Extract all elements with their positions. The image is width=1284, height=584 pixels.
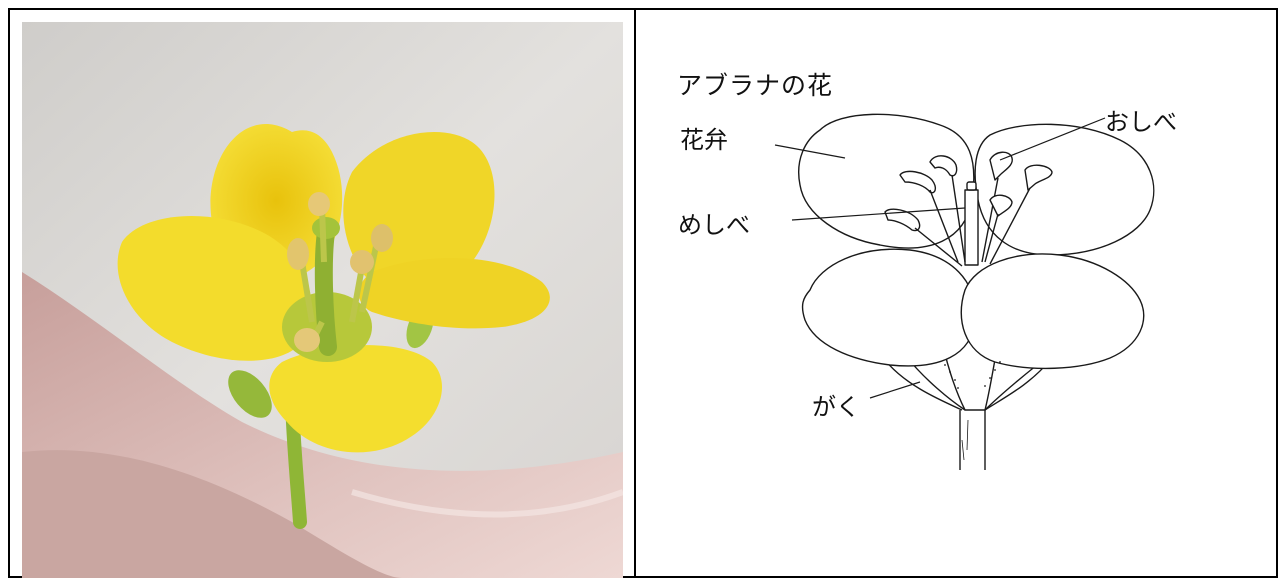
flower-photo-illustration <box>22 22 623 578</box>
diagram-pistil-stigma <box>966 181 977 191</box>
diagram-stamen <box>899 170 937 194</box>
diagram-sepal <box>884 359 963 411</box>
finger-shadow <box>22 450 402 578</box>
diagram-title: アブラナの花 <box>677 71 834 100</box>
diagram-sepal <box>904 354 1051 411</box>
stamen-leader-line <box>999 117 1106 161</box>
flower-diagram <box>774 113 1155 470</box>
diagram-stamen <box>989 194 1013 217</box>
label-pistil: めしべ <box>678 211 750 239</box>
stamen-anther <box>294 328 320 352</box>
figure-frame <box>8 8 1278 578</box>
label-sepal: がく <box>812 393 860 421</box>
petal <box>358 258 550 329</box>
pistil-leader-line <box>791 207 966 221</box>
petal <box>117 215 312 361</box>
diagram-petal <box>801 248 976 367</box>
label-stamen: おしべ <box>1105 108 1177 136</box>
label-petal: 花弁 <box>680 126 728 154</box>
diagram-stamen <box>884 208 921 232</box>
column-divider <box>634 8 636 578</box>
stamen-anther <box>350 250 374 274</box>
diagram-pistil <box>964 189 979 266</box>
diagram-petal <box>960 253 1145 370</box>
petal-leader-line <box>774 144 846 159</box>
stamen-anther <box>287 238 309 270</box>
diagram-petal <box>798 113 975 249</box>
diagram-stem <box>959 410 986 470</box>
stamen-anther <box>308 192 330 216</box>
diagram-petal <box>974 123 1155 256</box>
diagram-stamen <box>1024 164 1053 191</box>
diagram-stamen <box>929 155 958 177</box>
petal <box>269 345 442 453</box>
stamen-anther <box>371 224 393 252</box>
sepal-leader-line <box>869 381 921 399</box>
pistil-stigma <box>312 217 340 239</box>
sepal <box>228 370 272 418</box>
flower-photo <box>22 22 623 578</box>
diagram-stamen <box>989 151 1013 181</box>
